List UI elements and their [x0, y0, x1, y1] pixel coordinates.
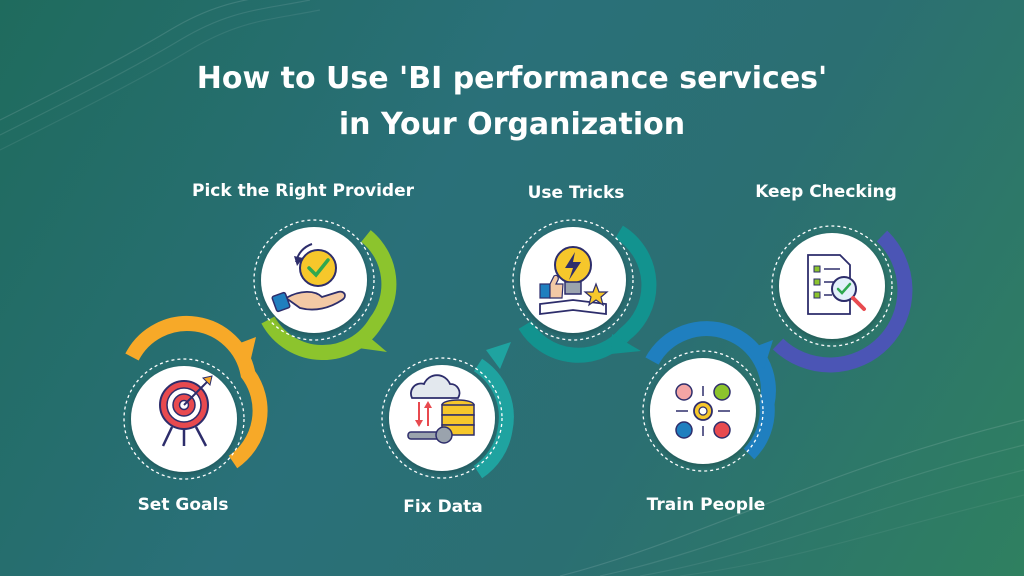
database-icon: [407, 374, 475, 444]
step-arc-fix-data: [473, 358, 514, 479]
step-label-set-goals: Set Goals: [137, 495, 229, 515]
step-arrow-fix-data: [486, 342, 511, 369]
step-train-people: [642, 321, 776, 472]
step-label-fix-data: Fix Data: [403, 497, 483, 517]
step-label-train-people: Train People: [646, 495, 766, 515]
lightbulb-icon: [539, 246, 609, 316]
step-arrow-use-tricks: [611, 334, 641, 354]
team-icon: [675, 383, 731, 439]
step-use-tricks: [512, 219, 657, 363]
step-pick-provider: [253, 219, 397, 361]
step-fix-data: [381, 342, 514, 479]
step-label-pick-provider: Pick the Right Provider: [191, 181, 415, 201]
step-arc-use-tricks: [518, 225, 657, 363]
title-line-1: How to Use 'BI performance services': [196, 61, 828, 96]
step-arrow-pick-provider: [358, 331, 387, 352]
step-set-goals: [123, 316, 268, 480]
step-label-use-tricks: Use Tricks: [527, 183, 625, 203]
checklist-icon: [807, 254, 866, 315]
step-label-keep-checking: Keep Checking: [755, 182, 897, 202]
page-title: How to Use 'BI performance services' in …: [0, 56, 1024, 148]
title-line-2: in Your Organization: [338, 107, 686, 142]
step-arc-keep-checking: [772, 230, 913, 373]
target-icon: [159, 375, 213, 447]
step-arrow-set-goals: [227, 337, 256, 367]
step-arrow-train-people: [746, 340, 773, 369]
step-keep-checking: [771, 225, 913, 373]
step-arc-pick-provider: [261, 230, 397, 361]
hand-check-icon: [271, 243, 346, 313]
